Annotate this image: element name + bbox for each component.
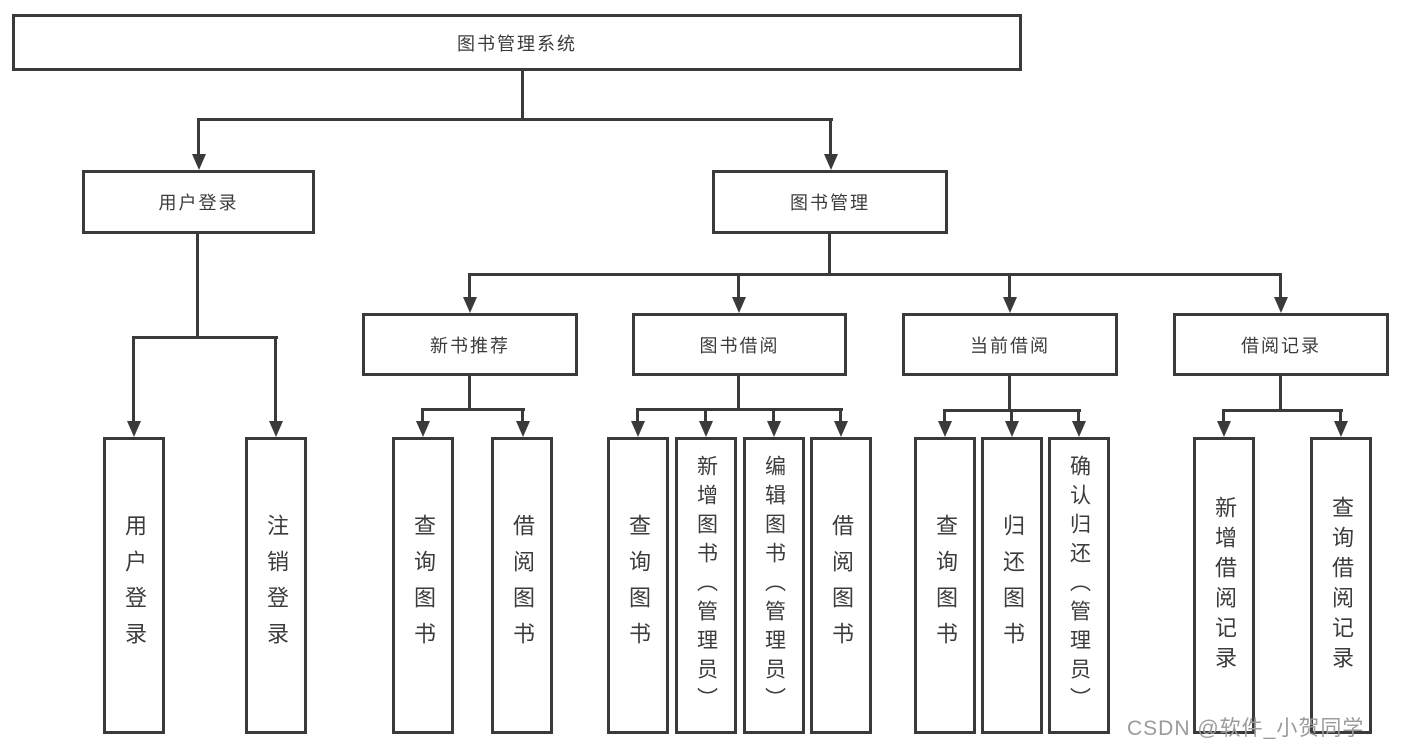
connector-line: [828, 234, 831, 273]
node-book-borrowing: 图书借阅: [632, 313, 847, 376]
connector-line: [196, 234, 199, 336]
node-label: 图书借阅: [699, 335, 780, 356]
connector-line: [737, 376, 740, 408]
arrow-down-icon: [938, 421, 952, 437]
connector-line: [468, 273, 471, 299]
connector-line: [1077, 409, 1080, 422]
connector-line: [521, 408, 524, 422]
leaf-query-borrow-record: 查询借阅记录: [1310, 437, 1372, 734]
node-borrowing-records: 借阅记录: [1173, 313, 1389, 376]
leaf-label: 新增借阅记录: [1212, 495, 1237, 676]
connector-line: [636, 408, 843, 411]
leaf-edit-book-admin: 编辑图书（管理员）: [743, 437, 805, 734]
connector-line: [1339, 409, 1342, 422]
leaf-query-books: 查询图书: [914, 437, 976, 734]
leaf-add-book-admin: 新增图书（管理员）: [675, 437, 737, 734]
arrow-down-icon: [834, 421, 848, 437]
arrow-down-icon: [192, 154, 206, 170]
arrow-down-icon: [1274, 297, 1288, 313]
node-label: 图书管理系统: [457, 33, 577, 54]
connector-line: [421, 408, 424, 422]
leaf-query-books: 查询图书: [607, 437, 669, 734]
arrow-down-icon: [1334, 421, 1348, 437]
connector-line: [1222, 409, 1343, 412]
leaf-label: 确认归还（管理员）: [1067, 455, 1091, 716]
node-label: 借阅记录: [1241, 335, 1321, 356]
connector-line: [1008, 273, 1011, 299]
leaf-label: 新增图书（管理员）: [694, 455, 718, 716]
leaf-label: 编辑图书（管理员）: [762, 455, 786, 716]
connector-line: [1010, 409, 1013, 422]
connector-line: [1279, 273, 1282, 299]
arrow-down-icon: [516, 421, 530, 437]
connector-line: [1222, 409, 1225, 422]
arrow-down-icon: [631, 421, 645, 437]
connector-line: [737, 273, 740, 299]
leaf-confirm-return-admin: 确认归还（管理员）: [1048, 437, 1110, 734]
node-label: 用户登录: [158, 193, 239, 213]
arrow-down-icon: [1072, 421, 1086, 437]
watermark-text: CSDN @软件_小贺同学: [1127, 717, 1365, 740]
node-library-system: 图书管理系统: [12, 14, 1022, 71]
leaf-label: 用户登录: [122, 513, 147, 658]
leaf-label: 查询图书: [933, 513, 958, 658]
node-label: 新书推荐: [430, 335, 510, 356]
connector-line: [772, 408, 775, 422]
node-label: 当前借阅: [970, 335, 1050, 356]
arrow-down-icon: [463, 297, 477, 313]
arrow-down-icon: [416, 421, 430, 437]
connector-line: [704, 408, 707, 422]
connector-line: [468, 273, 1282, 276]
arrow-down-icon: [127, 421, 141, 437]
arrow-down-icon: [1003, 297, 1017, 313]
connector-line: [197, 118, 833, 121]
arrow-down-icon: [732, 297, 746, 313]
leaf-label: 归还图书: [1000, 513, 1025, 658]
connector-line: [468, 376, 471, 408]
leaf-label: 查询图书: [626, 513, 651, 658]
connector-line: [839, 408, 842, 422]
arrow-down-icon: [824, 154, 838, 170]
node-label: 图书管理: [790, 193, 870, 213]
connector-line: [943, 409, 946, 422]
leaf-logout: 注销登录: [245, 437, 307, 734]
leaf-label: 查询图书: [411, 513, 436, 658]
connector-line: [132, 336, 278, 339]
connector-line: [274, 336, 277, 422]
leaf-label: 借阅图书: [510, 513, 535, 658]
node-user-login: 用户登录: [82, 170, 315, 234]
leaf-user-login: 用户登录: [103, 437, 165, 734]
leaf-label: 查询借阅记录: [1329, 495, 1354, 676]
connector-line: [197, 118, 200, 156]
node-current-borrowing: 当前借阅: [902, 313, 1118, 376]
leaf-label: 借阅图书: [829, 513, 854, 658]
leaf-query-books: 查询图书: [392, 437, 454, 734]
connector-line: [1279, 376, 1282, 409]
connector-line: [1008, 376, 1011, 409]
arrow-down-icon: [269, 421, 283, 437]
leaf-borrow-books: 借阅图书: [810, 437, 872, 734]
leaf-label: 注销登录: [264, 513, 289, 658]
node-book-management: 图书管理: [712, 170, 948, 234]
node-new-book-recommend: 新书推荐: [362, 313, 578, 376]
connector-line: [829, 118, 832, 156]
arrow-down-icon: [767, 421, 781, 437]
connector-line: [421, 408, 525, 411]
arrow-down-icon: [699, 421, 713, 437]
leaf-borrow-books: 借阅图书: [491, 437, 553, 734]
arrow-down-icon: [1005, 421, 1019, 437]
leaf-add-borrow-record: 新增借阅记录: [1193, 437, 1255, 734]
connector-line: [132, 336, 135, 422]
leaf-return-books: 归还图书: [981, 437, 1043, 734]
arrow-down-icon: [1217, 421, 1231, 437]
connector-line: [636, 408, 639, 422]
connector-line: [521, 70, 524, 118]
